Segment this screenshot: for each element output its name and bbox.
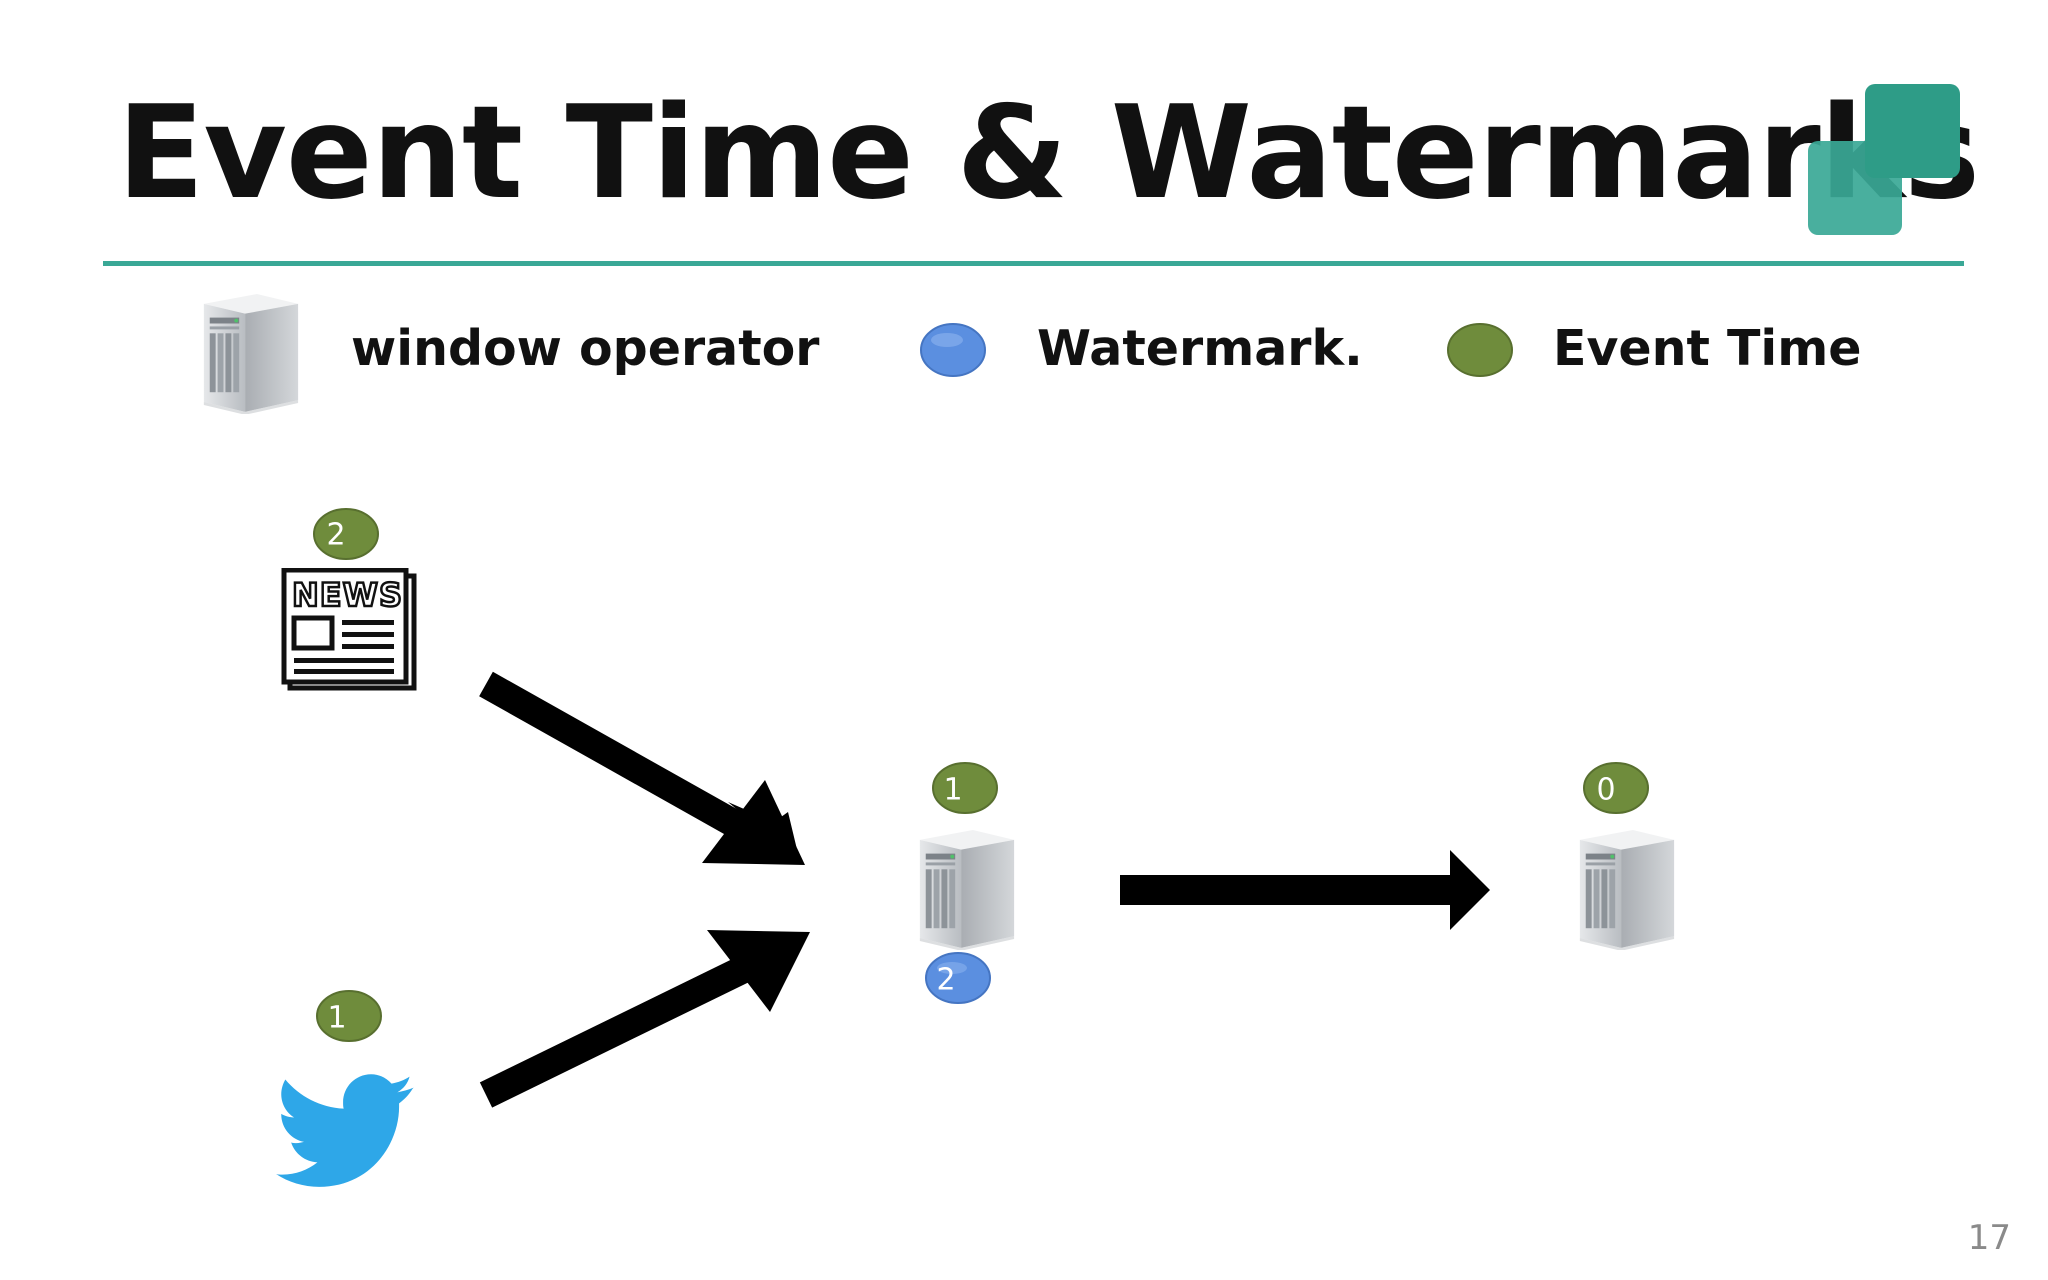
event-time-badge: 2 <box>313 508 379 560</box>
server-icon <box>1579 830 1675 950</box>
watermark-badge: 2 <box>925 952 991 1004</box>
event-time-legend-icon <box>1447 323 1513 377</box>
news-to-operator-arrow <box>479 671 749 841</box>
arrows-into-operator <box>479 671 810 1108</box>
svg-text:NEWS: NEWS <box>292 576 403 614</box>
news-icon: NEWS <box>281 568 417 691</box>
event-time-value: 0 <box>1596 773 1615 808</box>
event-time-value: 2 <box>326 518 345 553</box>
twitter-icon <box>276 1074 414 1187</box>
page-number: 17 <box>1967 1218 2011 1258</box>
title-divider <box>103 261 1964 266</box>
slide-title: Event Time & Watermarks <box>117 79 1980 228</box>
legend-window-operator: window operator <box>351 320 820 377</box>
server-icon <box>203 294 299 414</box>
event-time-badge: 1 <box>316 990 382 1042</box>
server-icon <box>919 830 1015 950</box>
legend-event-time: Event Time <box>1553 320 1862 377</box>
operator-to-downstream-arrow <box>1120 850 1490 930</box>
legend-watermark: Watermark. <box>1037 320 1363 377</box>
event-time-badge: 0 <box>1583 762 1649 814</box>
watermark-value: 2 <box>936 963 955 998</box>
event-time-value: 1 <box>943 773 962 808</box>
event-time-badge: 1 <box>932 762 998 814</box>
event-time-value: 1 <box>327 1001 346 1036</box>
twitter-to-operator-arrow <box>479 953 757 1108</box>
logo-icon <box>1808 84 1960 235</box>
watermark-legend-icon <box>920 323 986 377</box>
